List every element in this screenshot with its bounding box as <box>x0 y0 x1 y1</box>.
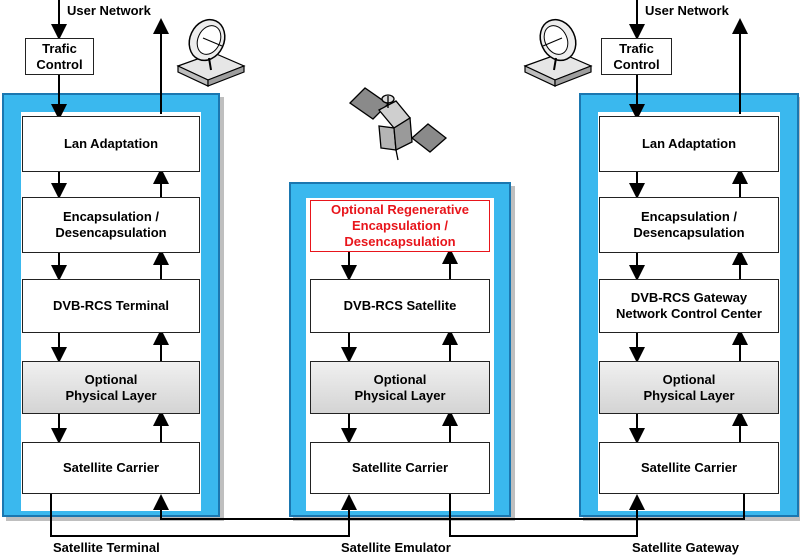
dvb-line1: DVB-RCS Gateway <box>630 290 748 305</box>
user-network-label-left: User Network <box>67 3 151 18</box>
user-network-label-right: User Network <box>645 3 729 18</box>
regen-line3: Desencapsulation <box>344 234 456 249</box>
emulator-dvb-rcs: DVB-RCS Satellite <box>310 279 490 333</box>
traffic-control-line1: Trafic <box>619 40 654 56</box>
dvb-line2: Network Control Center <box>616 306 762 321</box>
phys-line2: Physical Layer <box>354 387 446 403</box>
regen-line2: Encapsulation / <box>351 218 449 233</box>
gateway-physical-layer: Optional Physical Layer <box>599 361 779 414</box>
emulator-regenerative-encapsulation: Optional Regenerative Encapsulation / De… <box>310 200 490 252</box>
encap-line1: Encapsulation / <box>640 209 738 224</box>
gateway-satellite-carrier: Satellite Carrier <box>599 442 779 494</box>
terminal-physical-layer: Optional Physical Layer <box>22 361 200 414</box>
phys-line2: Physical Layer <box>65 387 157 403</box>
regen-line1: Optional Regenerative <box>331 202 469 217</box>
traffic-control-box-right: Trafic Control <box>601 38 672 75</box>
emulator-satellite-carrier: Satellite Carrier <box>310 442 490 494</box>
traffic-control-line2: Control <box>613 56 660 72</box>
satellite-icon <box>348 87 448 161</box>
phys-line1: Optional <box>662 371 716 387</box>
phys-line2: Physical Layer <box>643 387 735 403</box>
terminal-dvb-rcs: DVB-RCS Terminal <box>22 279 200 333</box>
gateway-dvb-rcs: DVB-RCS Gateway Network Control Center <box>599 279 779 333</box>
encap-line2: Desencapsulation <box>55 225 167 240</box>
gateway-lan-adaptation: Lan Adaptation <box>599 116 779 172</box>
emulator-physical-layer: Optional Physical Layer <box>310 361 490 414</box>
encap-line2: Desencapsulation <box>633 225 745 240</box>
phys-line1: Optional <box>373 371 427 387</box>
gateway-caption: Satellite Gateway <box>632 540 739 555</box>
traffic-control-line1: Trafic <box>42 40 77 56</box>
emulator-caption: Satellite Emulator <box>341 540 451 555</box>
traffic-control-line2: Control <box>36 56 83 72</box>
traffic-control-box-left: Trafic Control <box>25 38 94 75</box>
terminal-encapsulation: Encapsulation / Desencapsulation <box>22 197 200 253</box>
terminal-satellite-carrier: Satellite Carrier <box>22 442 200 494</box>
gateway-encapsulation: Encapsulation / Desencapsulation <box>599 197 779 253</box>
satellite-dish-icon <box>176 18 246 87</box>
satellite-dish-icon <box>523 18 593 87</box>
terminal-caption: Satellite Terminal <box>53 540 160 555</box>
phys-line1: Optional <box>84 371 138 387</box>
encap-line1: Encapsulation / <box>62 209 160 224</box>
terminal-lan-adaptation: Lan Adaptation <box>22 116 200 172</box>
